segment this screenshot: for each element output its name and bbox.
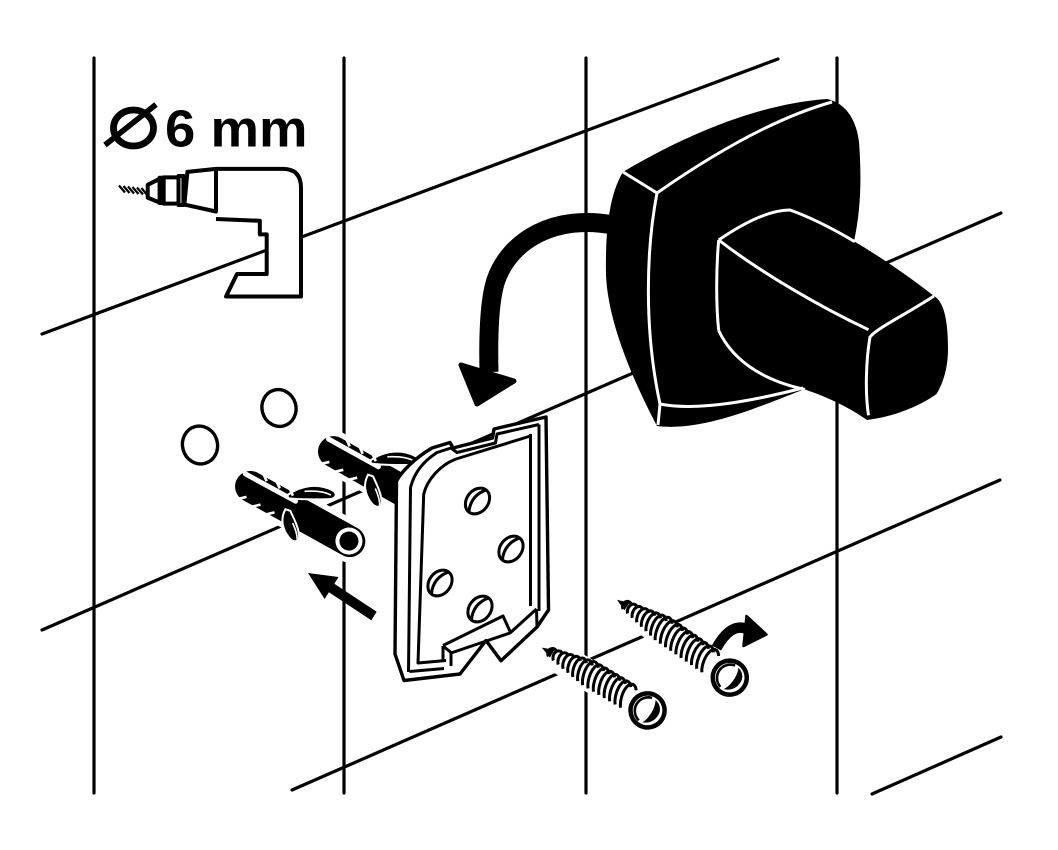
svg-text:6 mm: 6 mm [165, 101, 308, 159]
